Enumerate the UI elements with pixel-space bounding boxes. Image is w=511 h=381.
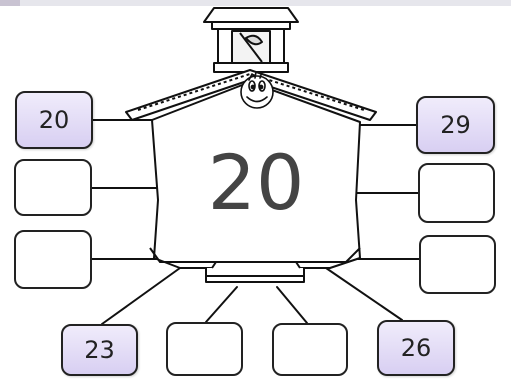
center-number: 20: [195, 138, 317, 228]
answer-box-bottom-2[interactable]: [166, 322, 243, 376]
answer-box-right-3[interactable]: [419, 235, 496, 294]
bell-tower: [204, 8, 298, 72]
answer-box-bottom-4[interactable]: 26: [377, 320, 455, 376]
answer-box-right-2[interactable]: [418, 163, 495, 223]
answer-box-bottom-3[interactable]: [272, 323, 348, 376]
connector-bottom-1: [102, 268, 180, 324]
answer-box-left-1[interactable]: 20: [15, 91, 93, 149]
connector-bottom-3: [277, 287, 307, 323]
connector-bottom-2: [206, 287, 237, 322]
answer-box-left-2[interactable]: [14, 159, 92, 216]
answer-box-bottom-1[interactable]: 23: [61, 324, 138, 376]
answer-box-right-1[interactable]: 29: [416, 96, 495, 154]
connector-bottom-4: [326, 268, 402, 320]
answer-box-left-3[interactable]: [14, 230, 92, 289]
